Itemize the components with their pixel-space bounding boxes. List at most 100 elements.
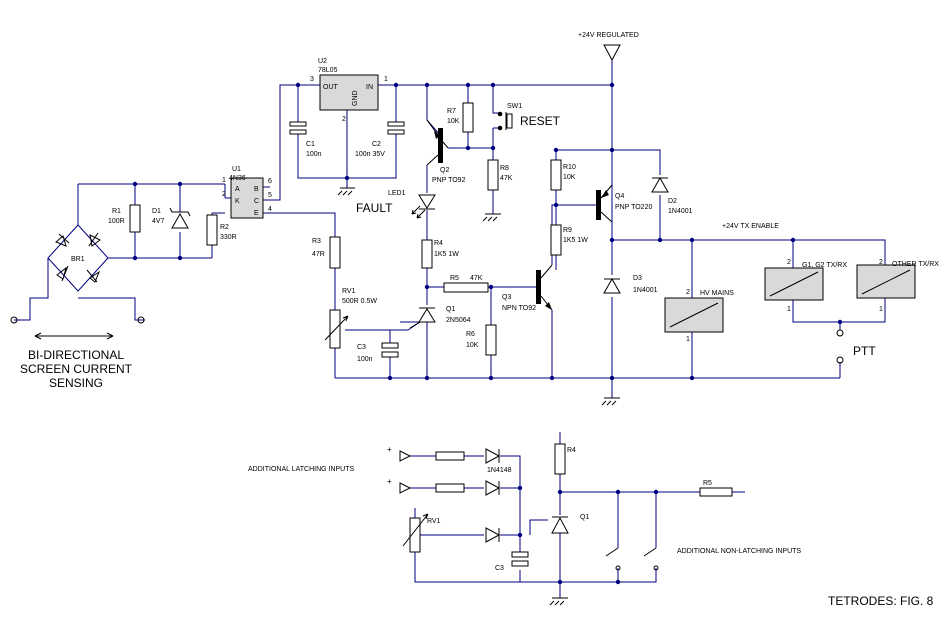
svg-text:1: 1 [686,336,690,343]
detail-diode-label: 1N4148 [487,467,512,474]
svg-text:330R: 330R [220,234,237,241]
resistor-r9: R9 1K5 1W [550,224,588,256]
optocoupler-u1: U1 4N36 A K B C E 1 2 6 5 4 [222,166,272,219]
u2-pin1: 1 [384,76,388,83]
resistor-r8: R8 47K [487,159,513,191]
resistor-r6: R6 10K [466,324,497,356]
u2-part: 78L05 [318,67,338,74]
fault-label: FAULT [356,201,393,215]
figure-caption: TETRODES: FIG. 8 [828,594,934,608]
resistor-r2: R2 330R [206,214,237,246]
zener-d1: D1 4V7 [152,207,191,229]
supply-label: +24V REGULATED [578,32,639,39]
svg-text:R9: R9 [563,227,572,234]
svg-text:1K5 1W: 1K5 1W [563,237,588,244]
svg-text:SENSING: SENSING [49,376,103,390]
svg-text:10K: 10K [563,174,576,181]
diode-d2: D2 1N4001 [651,176,693,215]
transistor-q4: Q4 PNP TO220 [596,184,652,223]
tx-enable-label: +24V TX ENABLE [722,223,779,230]
svg-text:R7: R7 [447,108,456,115]
u2-ref: U2 [318,58,327,65]
svg-text:BR1: BR1 [71,256,85,263]
detail-switches [605,547,659,571]
svg-text:2N5064: 2N5064 [446,317,471,324]
svg-text:RV1: RV1 [342,288,356,295]
svg-text:2: 2 [879,259,883,266]
u2-pin2: 2 [342,116,346,123]
detail-rv1: RV1 [402,513,501,553]
svg-text:C3: C3 [495,565,504,572]
svg-text:C2: C2 [372,141,381,148]
svg-text:C: C [254,198,259,205]
svg-text:4V7: 4V7 [152,218,165,225]
svg-text:R4: R4 [434,240,443,247]
svg-text:+: + [387,445,392,454]
nonlatching-inputs-label: ADDITIONAL NON-LATCHING INPUTS [677,548,801,555]
detail-c3: C3 [495,551,529,572]
svg-text:R4: R4 [567,447,576,454]
detail-input-2: + [387,477,501,496]
svg-text:Q4: Q4 [615,193,624,200]
svg-text:R2: R2 [220,224,229,231]
svg-text:C3: C3 [357,344,366,351]
transistor-q2: Q2 PNP TO92 [426,119,466,184]
resistor-r5: R5 47K [443,275,489,293]
supply-terminal: +24V REGULATED [578,32,639,62]
transistor-q3: Q3 NPN TO92 [502,264,553,312]
svg-text:PNP TO220: PNP TO220 [615,204,652,211]
svg-text:A: A [235,186,240,193]
svg-text:1N4001: 1N4001 [633,287,658,294]
svg-text:2: 2 [787,259,791,266]
svg-text:K: K [235,198,240,205]
svg-text:PNP TO92: PNP TO92 [432,177,466,184]
svg-text:10K: 10K [447,118,460,125]
svg-text:BI-DIRECTIONAL: BI-DIRECTIONAL [28,348,124,362]
capacitor-c3: C3 100n [357,342,399,363]
ground-symbols [337,187,620,406]
svg-text:E: E [254,210,259,217]
relay-g1-g2: G1, G2 TX/RX 2 1 [764,259,847,313]
svg-text:R10: R10 [563,164,576,171]
svg-text:C1: C1 [306,141,315,148]
svg-text:47K: 47K [470,275,483,282]
detail-input-1: + [387,445,501,464]
svg-text:100n: 100n [357,356,373,363]
u2-out: OUT [323,84,339,91]
resistor-r10: R10 10K [550,159,576,191]
svg-text:Q1: Q1 [446,306,455,313]
svg-text:100n: 100n [306,151,322,158]
reset-label: RESET [520,114,561,128]
u2-gnd: GND [352,90,359,106]
svg-text:4N36: 4N36 [229,175,246,182]
latching-inputs-label: ADDITIONAL LATCHING INPUTS [248,466,355,473]
svg-text:NPN TO92: NPN TO92 [502,305,536,312]
svg-text:HV MAINS: HV MAINS [700,290,734,297]
svg-text:RV1: RV1 [427,518,441,525]
svg-text:Q1: Q1 [580,514,589,521]
svg-text:SCREEN CURRENT: SCREEN CURRENT [20,362,133,376]
relay-hv-mains: HV MAINS 2 1 [664,289,734,343]
svg-text:SW1: SW1 [507,103,522,110]
resistor-r4: R4 1K5 1W [421,239,459,269]
svg-text:1: 1 [879,306,883,313]
regulator-u2: U2 78L05 OUT IN GND 3 1 2 [310,58,388,123]
detail-r4: R4 [554,443,576,475]
svg-text:G1, G2 TX/RX: G1, G2 TX/RX [802,262,847,269]
switch-sw1: SW1 RESET [497,103,561,131]
svg-text:+: + [387,477,392,486]
led-led1: LED1 FAULT [356,190,436,219]
ptt-label: PTT [853,344,876,358]
detail-junction-dots [517,485,659,585]
wiring [14,60,886,398]
detail-ground [549,597,568,606]
potentiometer-rv1: RV1 500R 0.5W [324,288,377,349]
ptt-switch: PTT [836,329,876,364]
u2-pin3: 3 [310,76,314,83]
svg-text:OTHER TX/RX: OTHER TX/RX [892,261,939,268]
svg-text:R5: R5 [703,480,712,487]
scr-q1: Q1 2N5064 [409,306,471,329]
svg-text:1: 1 [222,177,226,184]
resistor-r3: R3 47R [312,236,341,269]
